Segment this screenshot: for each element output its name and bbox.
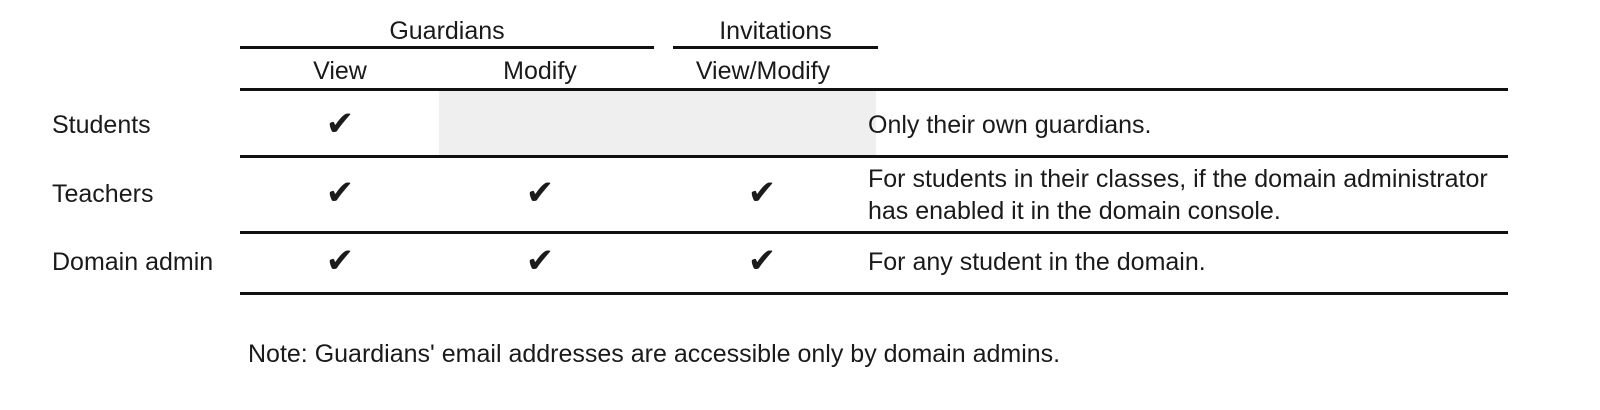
group-rule-invitations bbox=[673, 46, 878, 49]
checkmark-students-guardians-view: ✔ bbox=[325, 104, 355, 144]
row-label-domain-admin: Domain admin bbox=[52, 248, 214, 276]
row-label-students: Students bbox=[52, 111, 151, 139]
checkmark-domain-admin-guardians-modify: ✔ bbox=[525, 241, 555, 281]
footnote-text: Note: Guardians' email addresses are acc… bbox=[248, 340, 1061, 368]
description-teachers: For students in their classes, if the do… bbox=[868, 165, 1488, 225]
checkmark-domain-admin-invitations-view-modify: ✔ bbox=[747, 241, 777, 281]
description-domain-admin: For any student in the domain. bbox=[868, 248, 1206, 276]
checkmark-teachers-invitations-view-modify: ✔ bbox=[747, 173, 777, 213]
table-top-rule bbox=[240, 88, 1508, 91]
table-bottom-rule bbox=[240, 292, 1508, 295]
column-header-view-modify: View/Modify bbox=[695, 57, 831, 85]
row-label-teachers: Teachers bbox=[52, 180, 154, 208]
description-students: Only their own guardians. bbox=[868, 111, 1152, 139]
row-rule-after-students bbox=[240, 155, 1508, 158]
column-header-modify: Modify bbox=[503, 57, 577, 85]
checkmark-teachers-guardians-modify: ✔ bbox=[525, 173, 555, 213]
checkmark-teachers-guardians-view: ✔ bbox=[325, 173, 355, 213]
disabled-cell-shade-students bbox=[439, 91, 876, 155]
row-rule-after-teachers bbox=[240, 231, 1508, 234]
column-group-label-guardians: Guardians bbox=[389, 17, 505, 45]
checkmark-domain-admin-guardians-view: ✔ bbox=[325, 241, 355, 281]
column-header-view: View bbox=[313, 57, 367, 85]
column-group-label-invitations: Invitations bbox=[719, 17, 832, 45]
group-rule-guardians bbox=[240, 46, 654, 49]
